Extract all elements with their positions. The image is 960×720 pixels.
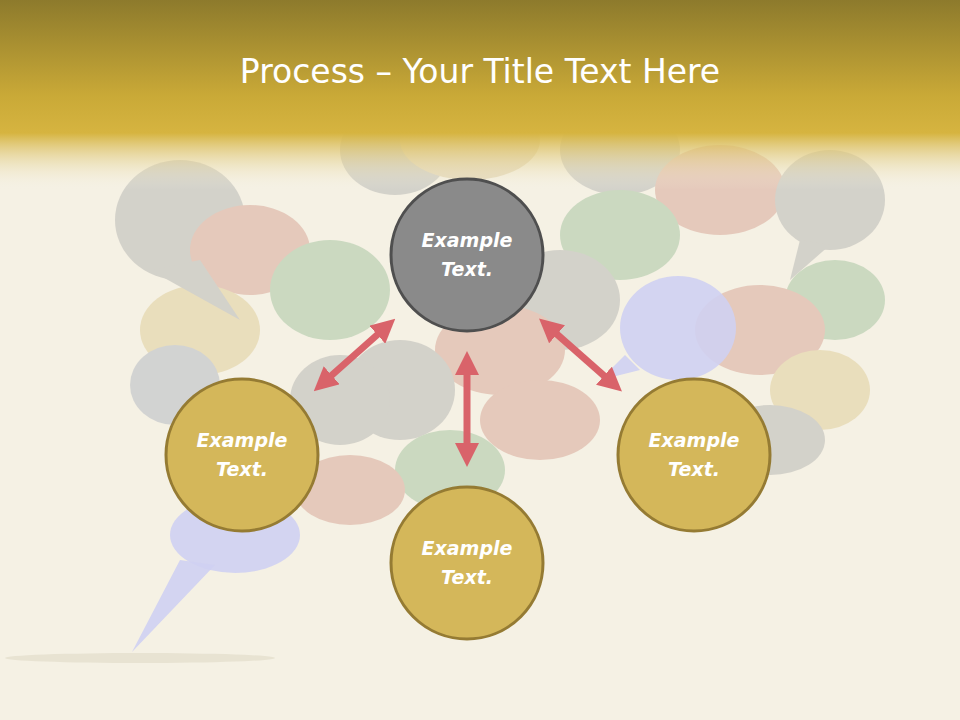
circle-outline xyxy=(389,177,545,333)
double-arrow xyxy=(464,363,471,455)
process-circle: Example Text. xyxy=(389,177,545,333)
circle-outline xyxy=(616,377,772,533)
double-arrow xyxy=(548,326,613,383)
node-label: Example Text. xyxy=(408,226,526,284)
process-circle: Example Text. xyxy=(389,485,545,641)
slide-title: Process – Your Title Text Here xyxy=(0,52,960,91)
node-label: Example Text. xyxy=(408,534,526,592)
process-circle: Example Text. xyxy=(164,377,320,533)
circle-outline xyxy=(389,485,545,641)
process-circle: Example Text. xyxy=(616,377,772,533)
node-label: Example Text. xyxy=(635,426,753,484)
double-arrow xyxy=(323,327,387,383)
circle-outline xyxy=(164,377,320,533)
node-label: Example Text. xyxy=(183,426,301,484)
